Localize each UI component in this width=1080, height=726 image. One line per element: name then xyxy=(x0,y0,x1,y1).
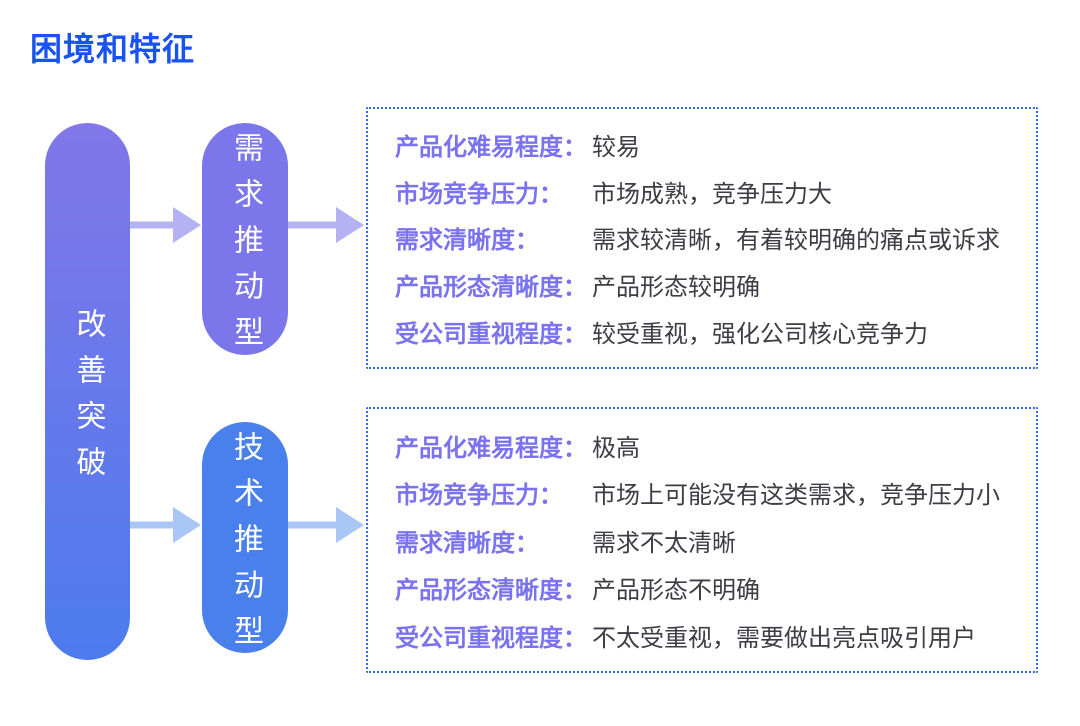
tech-feature-box: 产品化难易程度： 极高 市场竞争压力： 市场上可能没有这类需求，竞争压力小 需求… xyxy=(366,407,1038,673)
demand-feature-box: 产品化难易程度： 较易 市场竞争压力： 市场成熟，竞争压力大 需求清晰度： 需求… xyxy=(366,107,1038,369)
feature-label: 需求清晰度： xyxy=(395,529,539,557)
arrow-shaft xyxy=(130,221,173,229)
feature-row: 需求清晰度： 需求较清晰，有着较明确的痛点或诉求 xyxy=(395,220,1018,255)
branch-node-demand-label: 需求推动型 xyxy=(229,132,262,362)
feature-row: 需求清晰度： 需求不太清晰 xyxy=(395,523,1018,558)
branch-node-demand-driven: 需求推动型 xyxy=(202,123,288,362)
feature-label: 产品化难易程度： xyxy=(395,133,587,161)
arrow-root-to-demand xyxy=(130,207,201,243)
feature-row: 产品化难易程度： 极高 xyxy=(395,428,1018,463)
feature-label: 受公司重视程度： xyxy=(395,321,587,349)
arrow-head-icon xyxy=(173,507,201,543)
feature-label: 需求清晰度： xyxy=(395,227,539,255)
branch-node-tech-label: 技术推动型 xyxy=(229,430,262,661)
arrow-shaft xyxy=(130,521,173,529)
feature-value: 极高 xyxy=(592,434,640,462)
feature-value: 需求不太清晰 xyxy=(592,529,736,557)
root-node-label: 改善突破 xyxy=(71,307,105,492)
branch-node-tech-driven: 技术推动型 xyxy=(202,422,288,661)
feature-value: 不太受重视，需要做出亮点吸引用户 xyxy=(592,624,976,652)
arrow-shaft xyxy=(288,521,336,529)
arrow-root-to-tech xyxy=(130,507,201,543)
feature-label: 受公司重视程度： xyxy=(395,624,587,652)
arrow-tech-to-features xyxy=(288,507,364,543)
feature-value: 市场成熟，竞争压力大 xyxy=(592,180,832,208)
arrow-head-icon xyxy=(336,507,364,543)
feature-value: 市场上可能没有这类需求，竞争压力小 xyxy=(592,482,1000,509)
feature-row: 产品化难易程度： 较易 xyxy=(395,127,1018,162)
root-node-improvement-breakthrough: 改善突破 xyxy=(45,123,130,660)
arrow-head-icon xyxy=(336,207,364,243)
feature-row: 市场竞争压力： 市场成熟，竞争压力大 xyxy=(395,174,1018,209)
arrow-shaft xyxy=(288,221,336,229)
feature-label: 产品形态清晰度： xyxy=(395,274,587,302)
feature-value: 产品形态不明确 xyxy=(592,577,760,604)
feature-label: 市场竞争压力： xyxy=(395,180,563,208)
feature-value: 需求较清晰，有着较明确的痛点或诉求 xyxy=(592,227,1000,255)
arrow-head-icon xyxy=(173,207,201,243)
feature-row: 产品形态清晰度： 产品形态较明确 xyxy=(395,267,1018,302)
feature-value: 较易 xyxy=(592,133,640,161)
feature-value: 较受重视，强化公司核心竞争力 xyxy=(592,321,928,349)
page-title: 困境和特征 xyxy=(30,31,196,67)
feature-row: 受公司重视程度： 不太受重视，需要做出亮点吸引用户 xyxy=(395,618,1018,653)
feature-row: 市场竞争压力： 市场上可能没有这类需求，竞争压力小 xyxy=(395,475,1018,510)
feature-label: 市场竞争压力： xyxy=(395,482,563,509)
feature-label: 产品化难易程度： xyxy=(395,434,587,462)
feature-row: 产品形态清晰度： 产品形态不明确 xyxy=(395,570,1018,605)
feature-value: 产品形态较明确 xyxy=(592,274,760,302)
feature-label: 产品形态清晰度： xyxy=(395,577,587,604)
arrow-demand-to-features xyxy=(288,207,364,243)
feature-row: 受公司重视程度： 较受重视，强化公司核心竞争力 xyxy=(395,314,1018,349)
